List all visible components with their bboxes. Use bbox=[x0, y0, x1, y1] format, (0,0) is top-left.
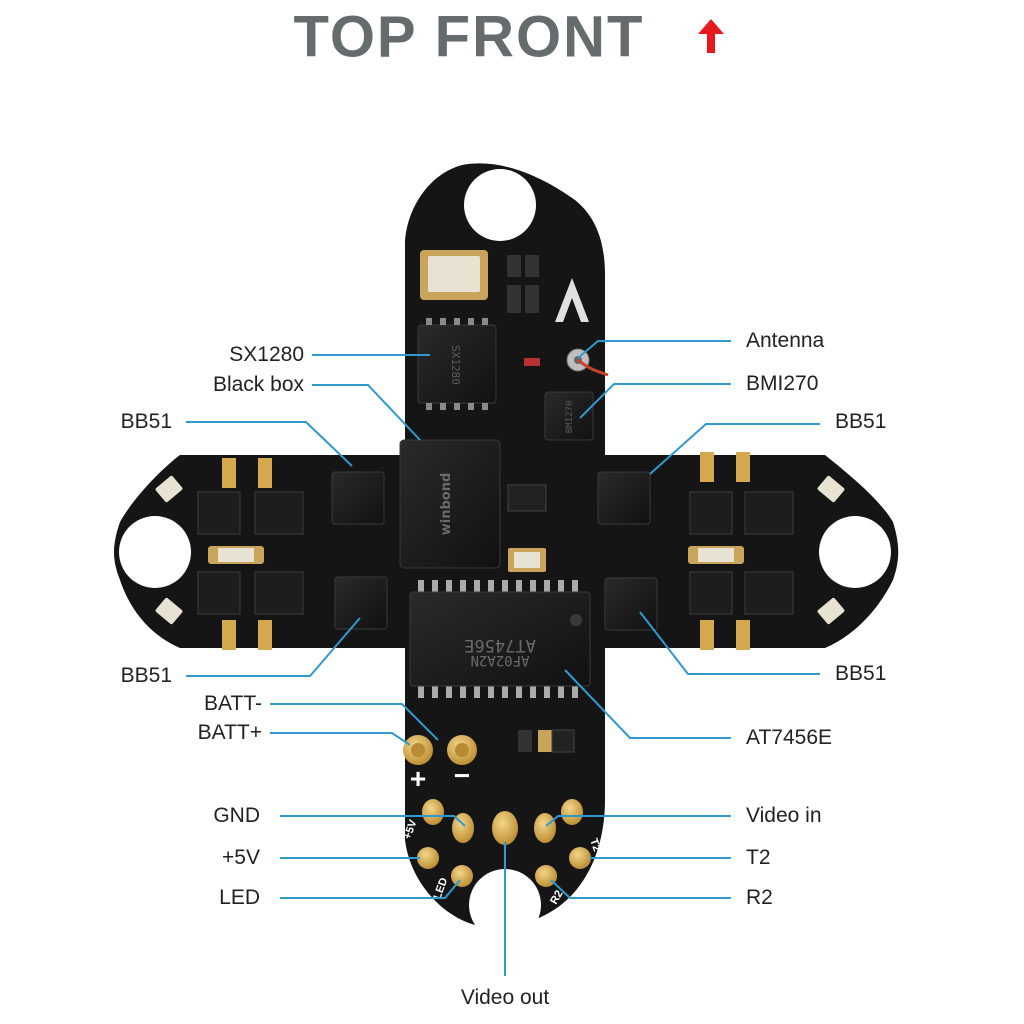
plus5v-pad bbox=[417, 847, 439, 869]
bb51-chip-top-right bbox=[597, 471, 651, 525]
leader-bb51-top-right bbox=[649, 423, 820, 475]
leader-antenna bbox=[577, 340, 731, 359]
title-text: TOP FRONT bbox=[293, 4, 645, 70]
batt-minus-silkscreen: − bbox=[454, 760, 470, 791]
label-bb51-top-right: BB51 bbox=[835, 410, 887, 433]
label-led: LED bbox=[219, 886, 260, 909]
label-bmi270: BMI270 bbox=[746, 372, 819, 395]
antenna-wire bbox=[577, 358, 609, 377]
leader-at7456e bbox=[564, 669, 731, 739]
leader-r2 bbox=[550, 879, 731, 899]
leader-black-box bbox=[312, 384, 421, 441]
bb51-chip-top-left bbox=[331, 471, 385, 525]
pad-t2-silkscreen: T2 bbox=[587, 837, 603, 853]
label-batt-plus: BATT+ bbox=[197, 721, 262, 744]
bmi270-chip bbox=[544, 391, 594, 441]
label-video-out: Video out bbox=[460, 986, 550, 1009]
flash-chip-marking: winbond bbox=[439, 473, 454, 536]
led-pad bbox=[451, 865, 473, 887]
svg-text:SX1280: SX1280 bbox=[449, 345, 462, 385]
t2-pad bbox=[569, 847, 591, 869]
label-antenna: Antenna bbox=[746, 329, 825, 352]
board-components: SX1280 BMI270 winbond bbox=[155, 250, 845, 907]
gnd-pad-right bbox=[561, 799, 583, 825]
diagram-title: TOP FRONT bbox=[0, 4, 1024, 68]
label-plus5v: +5V bbox=[222, 846, 260, 869]
flight-controller-board bbox=[114, 163, 899, 941]
video-in-pad bbox=[534, 813, 556, 843]
label-black-box: Black box bbox=[212, 373, 304, 396]
leader-bb51-bottom-left bbox=[186, 617, 361, 677]
svg-text:BMI270: BMI270 bbox=[565, 401, 575, 434]
blackbox-flash-chip bbox=[399, 439, 501, 569]
label-t2: T2 bbox=[746, 846, 771, 869]
board-body bbox=[114, 163, 899, 928]
osd-chip-code: AF02A2N bbox=[470, 652, 529, 668]
small-regulator bbox=[507, 484, 547, 512]
gnd-pad-left bbox=[422, 799, 444, 825]
label-bb51-top-left: BB51 bbox=[120, 410, 172, 433]
bb51-chip-bottom-left bbox=[334, 576, 388, 630]
video-out-pad bbox=[492, 811, 518, 845]
label-at7456e: AT7456E bbox=[746, 726, 832, 749]
label-r2: R2 bbox=[746, 886, 773, 909]
label-video-in: Video in bbox=[746, 804, 822, 827]
at7456e-chip bbox=[409, 591, 591, 687]
osd-chip-marking: AT7456E bbox=[464, 635, 536, 655]
leader-bb51-top-left bbox=[186, 421, 353, 467]
mounting-hole-right bbox=[819, 516, 891, 588]
mounting-hole-left bbox=[119, 516, 191, 588]
leader-batt-plus bbox=[270, 732, 411, 746]
batt-plus-silkscreen: + bbox=[410, 763, 426, 794]
label-batt-minus: BATT- bbox=[204, 692, 262, 715]
leader-bb51-bottom-right bbox=[639, 611, 820, 675]
leader-bmi270 bbox=[579, 383, 731, 419]
logo-icon bbox=[555, 278, 589, 322]
label-sx1280: SX1280 bbox=[229, 343, 304, 366]
mounting-hole-top bbox=[464, 169, 536, 241]
label-bb51-bottom-right: BB51 bbox=[835, 662, 887, 685]
bb51-chip-bottom-right bbox=[604, 577, 658, 631]
leader-lines bbox=[186, 340, 820, 976]
label-gnd: GND bbox=[213, 804, 260, 827]
label-bb51-bottom-left: BB51 bbox=[120, 664, 172, 687]
leader-batt-minus bbox=[270, 703, 439, 741]
up-arrow-icon bbox=[697, 18, 724, 53]
leader-led bbox=[280, 879, 461, 899]
leader-video-in bbox=[545, 815, 731, 827]
leader-gnd bbox=[280, 815, 466, 827]
